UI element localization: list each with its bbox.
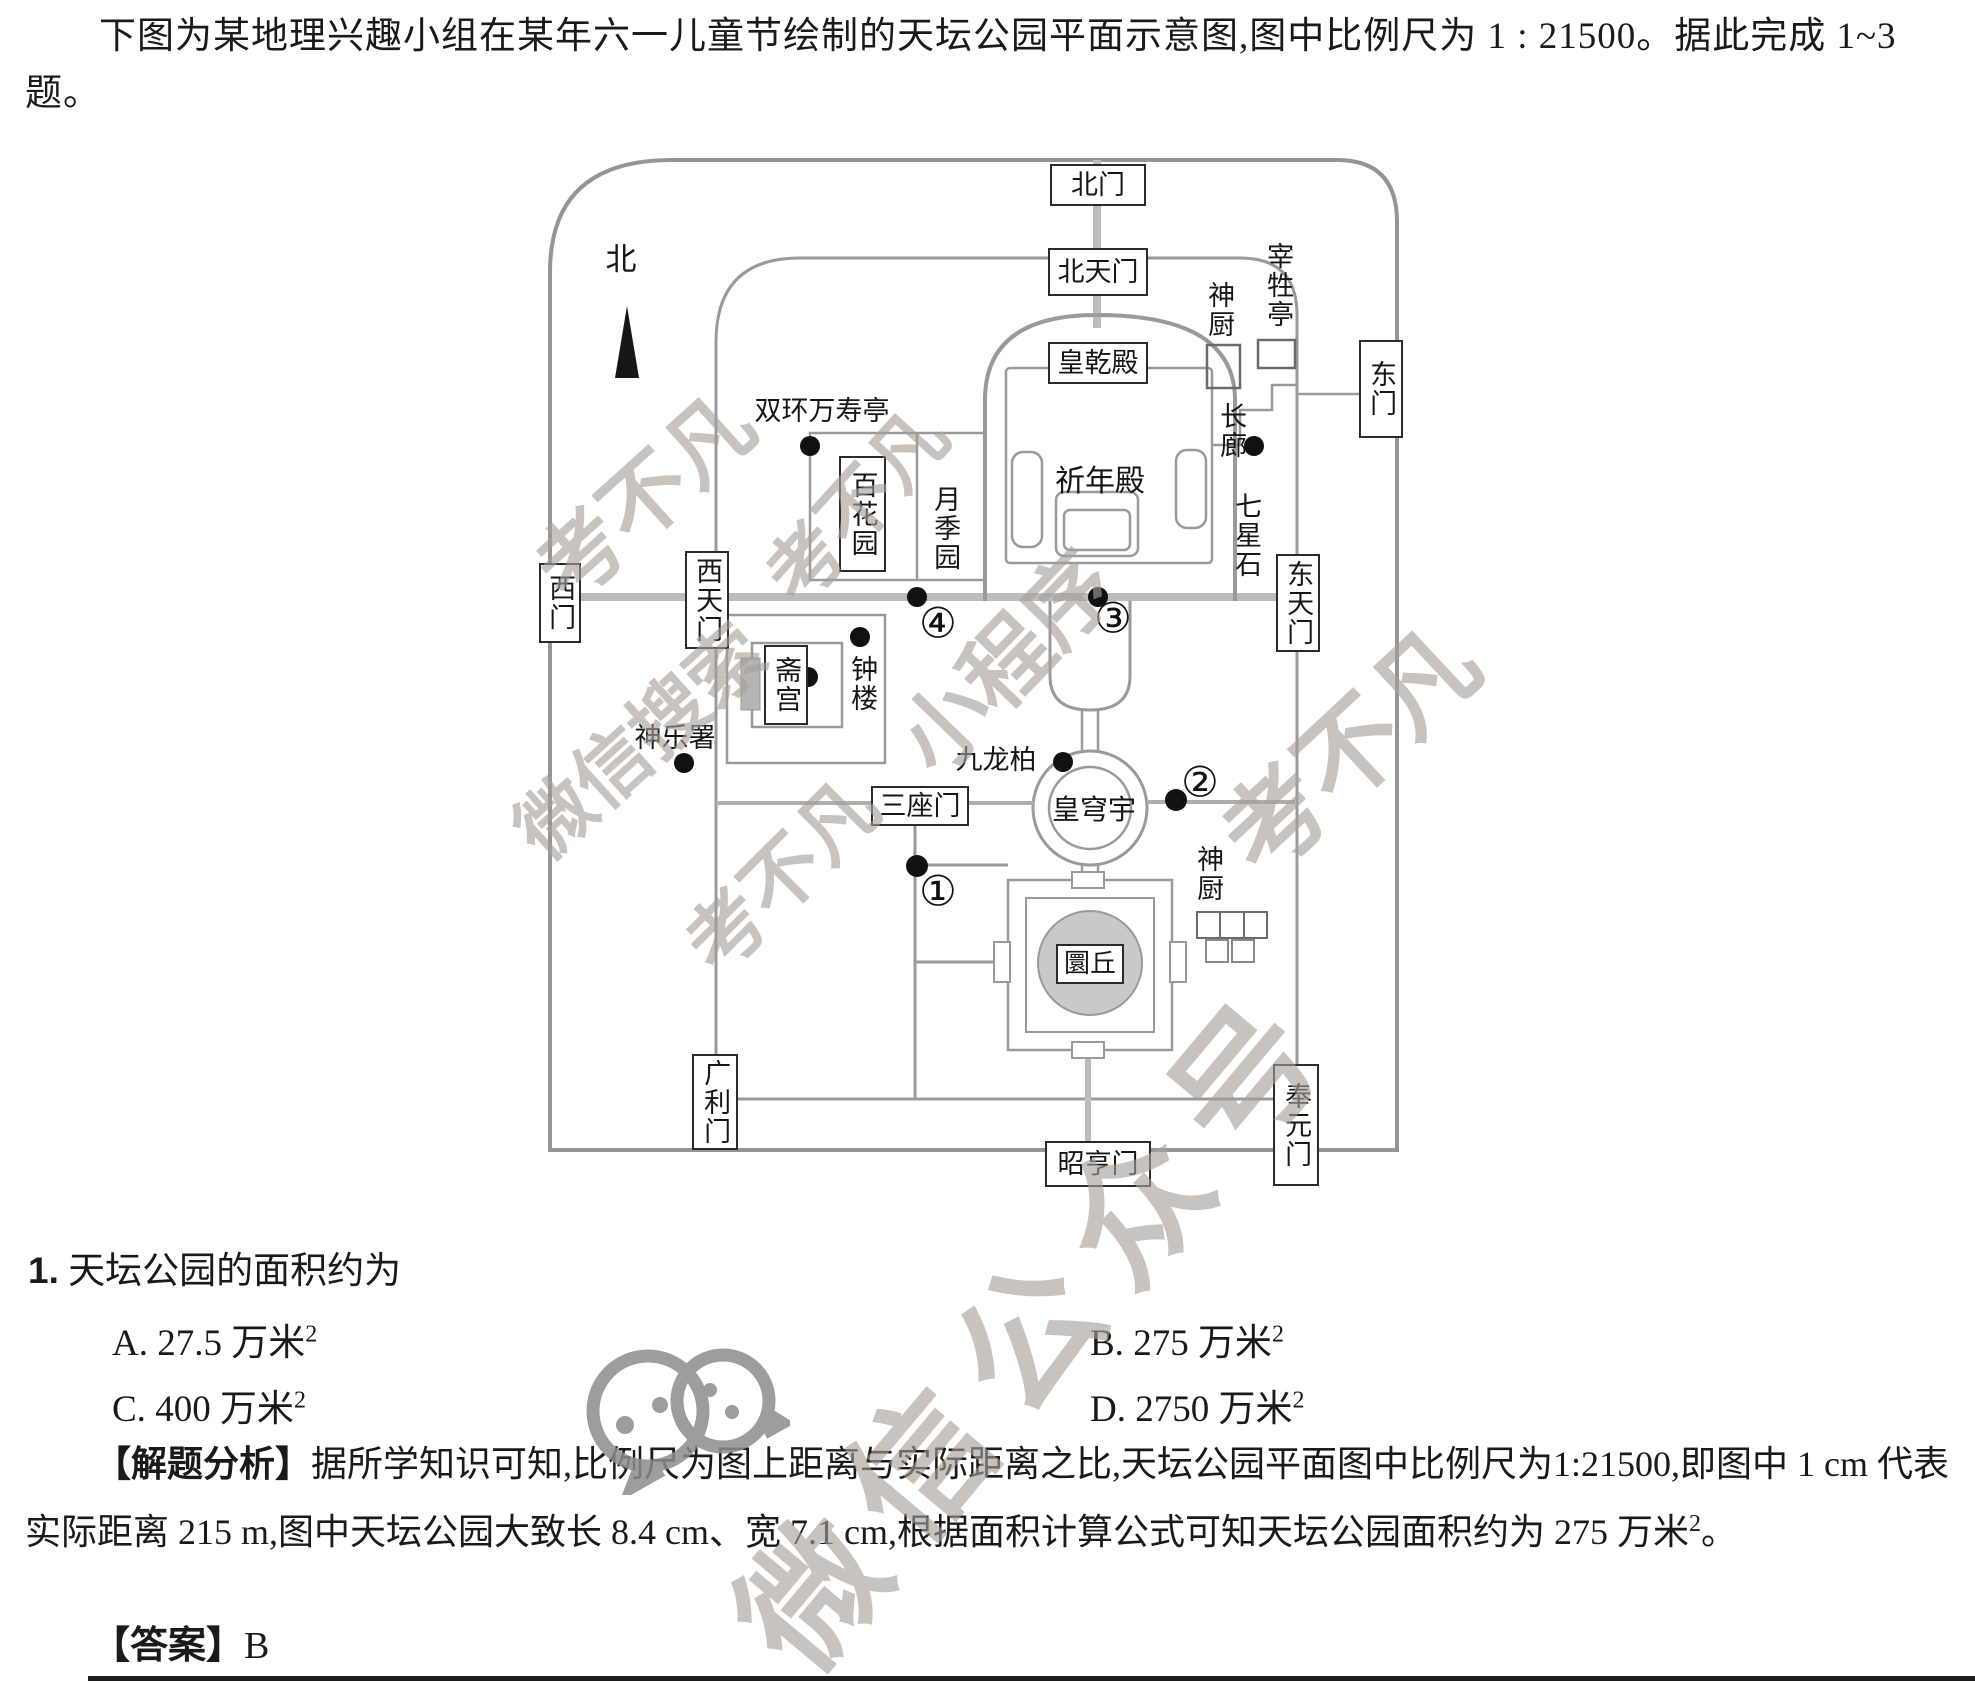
label-east-heaven-gate: 东天门 <box>1276 554 1320 652</box>
option-c-key: C. <box>112 1389 146 1430</box>
answer-line: 【答案】B <box>92 1614 269 1669</box>
question-stem: 天坛公园的面积约为 <box>68 1251 402 1292</box>
option-d-text: 2750 万米 <box>1135 1389 1293 1430</box>
hall-main-inner <box>1062 508 1132 552</box>
label-divine-kitchen-south: 神厨 <box>1193 845 1224 903</box>
label-zhai-palace: 斋宫 <box>764 645 808 725</box>
axis-neck-north <box>1080 710 1100 752</box>
label-rose-garden: 月季园 <box>930 484 961 572</box>
analysis-sup: 2 <box>1688 1511 1701 1537</box>
intro-paragraph: 下图为某地理兴趣小组在某年六一儿童节绘制的天坛公园平面示意图,图中比例尺为 1 … <box>25 16 1897 114</box>
kitchen-south-annex1 <box>1205 939 1229 963</box>
option-b-sup: 2 <box>1271 1321 1284 1348</box>
label-west-heaven-gate: 西天门 <box>685 551 729 649</box>
label-three-arch-gate: 三座门 <box>871 786 969 826</box>
option-a-text: 27.5 万米 <box>157 1323 306 1364</box>
page-bottom-rule <box>88 1676 1975 1681</box>
option-a-sup: 2 <box>305 1321 318 1348</box>
hall-main-outer <box>1054 490 1140 558</box>
option-d-sup: 2 <box>1292 1387 1305 1414</box>
kitchen-south-row <box>1196 911 1268 939</box>
point-1-marker: ① <box>919 866 957 916</box>
label-north-heaven-gate: 北天门 <box>1048 248 1148 296</box>
label-north-gate: 北门 <box>1050 164 1146 206</box>
option-b: B. 275 万米2 <box>1090 1312 1284 1366</box>
analysis-body: 据所学知识可知,比例尺为图上距离与实际距离之比,天坛公园平面图中比例尺为1:21… <box>25 1444 1949 1552</box>
label-circular-mound: 圜丘 <box>1056 944 1124 984</box>
label-guangli-gate: 广利门 <box>692 1054 738 1150</box>
zhai-palace-outer <box>725 613 887 765</box>
point-2-marker: ② <box>1181 757 1219 807</box>
mound-east-gate <box>1169 941 1187 983</box>
label-east-gate: 东门 <box>1359 340 1403 438</box>
analysis-tail: 。 <box>1700 1512 1737 1552</box>
question-number: 1. <box>28 1250 59 1291</box>
label-nine-dragon-cypress: 九龙柏 <box>955 744 1037 775</box>
dot-point4 <box>907 587 927 607</box>
label-slaughter-pavilion: 宰牲亭 <box>1263 241 1294 329</box>
option-c-sup: 2 <box>293 1387 306 1414</box>
echo-wall <box>1031 749 1149 867</box>
zhai-palace-hall <box>740 657 761 711</box>
dot-shuanghuan <box>800 436 820 456</box>
label-fengyuan-gate: 奉元门 <box>1273 1064 1319 1186</box>
label-imperial-vault: 皇穹宇 <box>1051 795 1136 827</box>
north-arrow-icon <box>615 306 639 378</box>
wechat-logo-icon <box>586 1348 790 1495</box>
answer-value: B <box>244 1625 270 1667</box>
option-d: D. 2750 万米2 <box>1090 1378 1304 1432</box>
garden-court <box>808 431 987 582</box>
mound-inner-wall <box>1025 897 1155 1033</box>
label-divine-kitchen-north: 神厨 <box>1204 281 1235 339</box>
label-long-corridor: 长廊 <box>1216 402 1247 460</box>
answer-tag: 【答案】 <box>92 1625 245 1667</box>
analysis-tag: 【解题分析】 <box>95 1443 312 1484</box>
label-huangqian-hall: 皇乾殿 <box>1048 342 1148 384</box>
label-bell-tower: 钟楼 <box>847 655 878 713</box>
option-b-key: B. <box>1090 1323 1124 1364</box>
inner-wall <box>714 256 1299 1101</box>
mound-south-gate <box>1071 1041 1105 1059</box>
slaughter-pavilion-building <box>1256 338 1297 370</box>
dot-bell-tower <box>850 627 870 647</box>
option-c: C. 400 万米2 <box>112 1378 306 1432</box>
compass-north-label: 北 <box>605 241 637 277</box>
label-seven-star-stones: 七星石 <box>1231 491 1262 579</box>
option-c-text: 400 万米 <box>155 1389 294 1430</box>
point-3-marker: ③ <box>1094 593 1132 643</box>
hall-west-annex <box>1010 450 1044 549</box>
option-d-key: D. <box>1090 1389 1126 1430</box>
kitchen-south-dividers <box>1219 912 1245 938</box>
kitchen-south-annex2 <box>1231 939 1255 963</box>
tiantan-park-map: 北 北门 北天门 皇乾殿 三座门 圜丘 昭亨门 西门 西天门 东天门 东门 百花… <box>500 140 1460 1240</box>
dot-point1 <box>906 855 928 877</box>
dot-point3 <box>1088 587 1108 607</box>
label-west-gate: 西门 <box>539 563 581 643</box>
option-a: A. 27.5 万米2 <box>112 1312 317 1366</box>
location-dots <box>674 436 1264 877</box>
label-qinian-hall: 祈年殿 <box>1055 465 1145 499</box>
mound-north-gate <box>1071 871 1105 889</box>
hall-east-annex <box>1174 448 1208 530</box>
kitchen-north-building <box>1205 343 1242 390</box>
danbi-bridge <box>1048 601 1132 712</box>
label-divine-music-office: 神乐署 <box>634 722 716 753</box>
option-b-text: 275 万米 <box>1133 1323 1272 1364</box>
question-1-line: 1. 天坛公园的面积约为 <box>28 1240 401 1294</box>
label-hundred-flower-garden: 百花园 <box>839 456 886 572</box>
label-shuanghuan-pavilion: 双环万寿亭 <box>754 395 890 426</box>
point-4-marker: ④ <box>919 598 957 648</box>
dot-point2 <box>1165 789 1187 811</box>
dot-divine-music <box>674 753 694 773</box>
option-a-key: A. <box>112 1323 148 1364</box>
qinian-arch-wall <box>983 312 1237 601</box>
mound-west-gate <box>993 941 1011 983</box>
outer-wall <box>548 158 1399 1152</box>
analysis-paragraph: 【解题分析】据所学知识可知,比例尺为图上距离与实际距离之比,天坛公园平面图中比例… <box>25 1434 1960 1562</box>
imperial-vault-building <box>1047 765 1133 851</box>
label-zhaoheng-gate: 昭亨门 <box>1045 1141 1151 1187</box>
dot-nine-dragon <box>1053 752 1073 772</box>
dot-corridor <box>1244 436 1264 456</box>
